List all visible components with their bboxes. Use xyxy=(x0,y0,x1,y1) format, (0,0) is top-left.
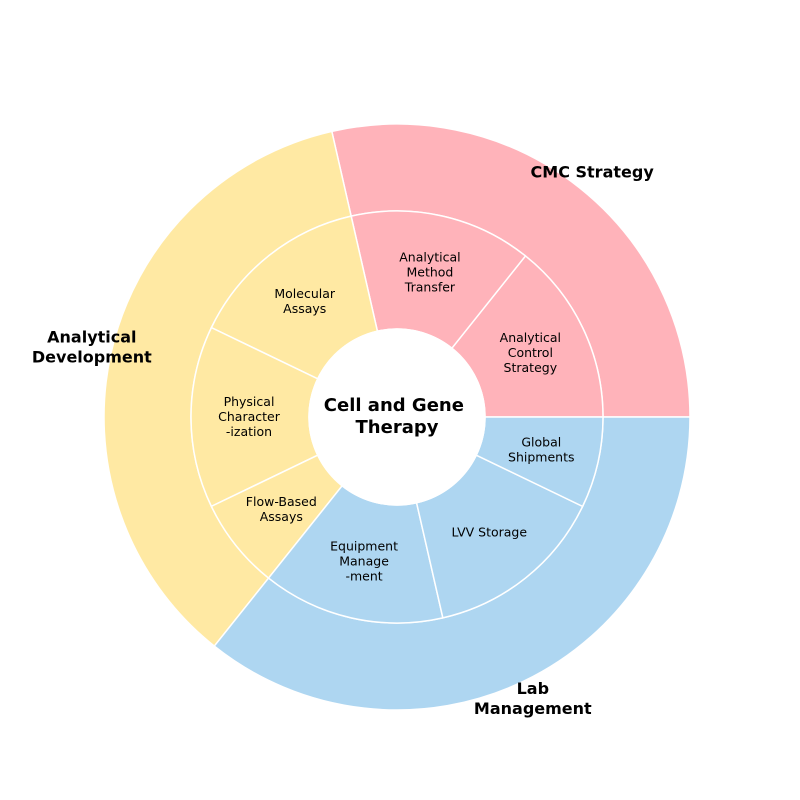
inner-label-lvv-storage: LVV Storage xyxy=(451,525,527,540)
outer-label-cmc-strategy: CMC Strategy xyxy=(531,162,655,181)
center-hole xyxy=(308,328,486,506)
center-label: Cell and Gene Therapy xyxy=(324,395,470,438)
inner-ring xyxy=(190,210,604,624)
